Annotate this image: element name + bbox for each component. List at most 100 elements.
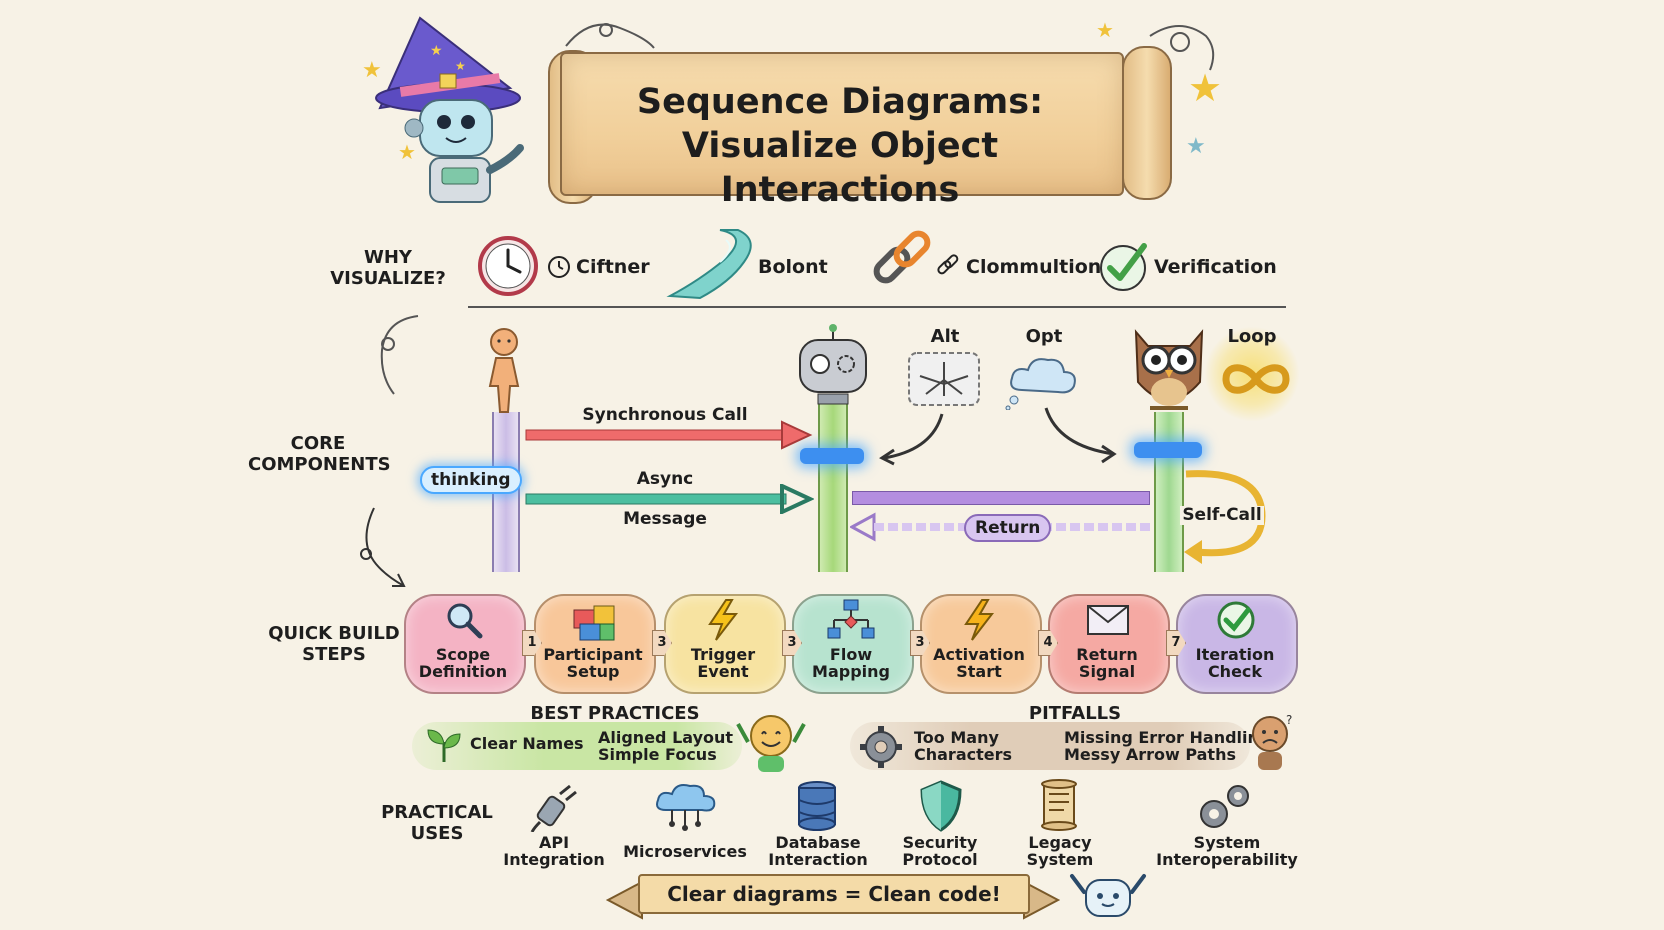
curved-down-arrow [352, 502, 412, 596]
happy-character [734, 712, 808, 778]
checkmark-icon [1098, 240, 1152, 298]
swirl-decoration [560, 12, 660, 56]
step-connector: 3 [910, 630, 930, 656]
pitfall-item: Messy Arrow Paths [1064, 745, 1236, 764]
return-arrow [848, 512, 1160, 546]
owl-activation-bar [1134, 442, 1202, 458]
step-connector: 3 [652, 630, 672, 656]
title-scroll [560, 52, 1124, 196]
opt-label: Opt [1025, 326, 1063, 347]
star-decoration: ★ [398, 140, 416, 164]
why-visualize-label: WHY VISUALIZE? [330, 247, 446, 289]
use-label: Database Interaction [768, 833, 868, 869]
worried-character: ? [1244, 712, 1298, 776]
sync-call-arrow [524, 420, 814, 454]
swirl-arrow-decoration [366, 310, 426, 404]
gears-icon [1194, 780, 1258, 836]
sync-call-label: Synchronous Call [582, 405, 748, 425]
step-connector: 7 [1166, 630, 1186, 656]
pitfalls-heading: PITFALLS [1028, 703, 1122, 724]
alt-arrow [872, 410, 948, 470]
async-arrow [524, 482, 815, 518]
scroll-doc-icon [1036, 778, 1082, 836]
alt-label: Alt [930, 326, 960, 347]
step-connector: 4 [1038, 630, 1058, 656]
core-components-label: CORE COMPONENTS [248, 433, 391, 475]
step-label: Iteration Check [1195, 645, 1275, 681]
use-label: Security Protocol [902, 833, 978, 869]
best-practices-panel [412, 722, 742, 770]
check-badge-icon [1216, 600, 1256, 644]
use-label: Microservices [623, 842, 747, 861]
robot-activation-bar [800, 448, 864, 464]
robot-participant [790, 322, 876, 412]
plug-icon [530, 784, 582, 836]
step-label: Flow Mapping [812, 645, 890, 681]
lightning-icon [706, 598, 740, 646]
why-item-2: Bolont [758, 256, 828, 278]
use-label: System Interoperability [1156, 833, 1298, 869]
small-link-icon [934, 254, 960, 284]
person-participant [474, 326, 534, 420]
best-practice-item: Aligned Layout [598, 728, 734, 747]
quick-build-label: QUICK BUILD STEPS [268, 623, 400, 665]
step-flow-mapping [792, 594, 914, 694]
section-divider [468, 306, 1286, 308]
wizard-robot-mascot: ★ ★ [360, 10, 550, 210]
use-label: API Integration [503, 833, 605, 869]
return-bar-top [852, 491, 1150, 505]
shield-icon [918, 780, 964, 836]
pitfalls-panel [850, 722, 1250, 770]
lightning-icon [962, 598, 996, 646]
database-icon [796, 780, 838, 836]
loop-label: Loop [1227, 326, 1277, 347]
bottom-banner: Clear diagrams = Clean code! [638, 874, 1030, 914]
message-label: Message [623, 509, 707, 529]
best-practice-item: Simple Focus [598, 745, 717, 764]
use-label: Legacy System [1026, 833, 1094, 869]
pitfall-item: Too Many Characters [914, 728, 1013, 764]
why-item-3: Clommultion [966, 256, 1102, 278]
alt-fragment-icon [906, 350, 982, 412]
best-practices-heading: BEST PRACTICES [530, 703, 700, 724]
pitfall-item: Missing Error Handling [1064, 728, 1271, 747]
opt-cloud-icon [1004, 354, 1084, 414]
title-line-1: Sequence Diagrams: [636, 82, 1044, 122]
scroll-right-roll [1122, 46, 1172, 200]
step-label: Trigger Event [690, 645, 756, 681]
river-icon [660, 226, 756, 306]
step-label: Activation Start [933, 645, 1025, 681]
robot-lifeline [818, 398, 848, 572]
star-decoration: ★ [362, 58, 382, 83]
thinking-badge: thinking [420, 466, 522, 494]
gear-icon [858, 724, 904, 774]
sprout-icon [424, 726, 464, 768]
async-label: Async [636, 469, 694, 489]
return-badge: Return [964, 514, 1052, 542]
star-decoration: ★ [1186, 134, 1206, 159]
svg-text:?: ? [1286, 713, 1292, 727]
owl-lifeline [1154, 412, 1184, 572]
svg-text:★: ★ [430, 43, 443, 59]
cloud-network-icon [652, 782, 718, 836]
svg-text:★: ★ [455, 59, 466, 73]
step-label: Return Signal [1076, 645, 1138, 681]
step-label: Participant Setup [543, 645, 643, 681]
title-line-2: Visualize Object Interactions [681, 126, 999, 210]
step-connector: 1 [522, 630, 542, 656]
star-decoration: ★ [1096, 18, 1114, 42]
flowchart-icon [826, 598, 876, 646]
self-call-label: Self-Call [1180, 506, 1264, 525]
owl-participant [1124, 322, 1214, 418]
why-item-1: Ciftner [576, 256, 650, 278]
step-connector: 3 [782, 630, 802, 656]
magnifier-icon [444, 600, 484, 644]
why-item-4: Verification [1154, 256, 1277, 278]
puzzle-icon [572, 600, 618, 646]
practical-uses-label: PRACTICAL USES [381, 802, 493, 844]
star-decoration: ★ [1188, 66, 1223, 110]
step-label: Scope Definition [418, 645, 508, 681]
envelope-icon [1086, 604, 1130, 640]
waving-mascot [1068, 866, 1148, 930]
clock-icon [476, 234, 540, 302]
